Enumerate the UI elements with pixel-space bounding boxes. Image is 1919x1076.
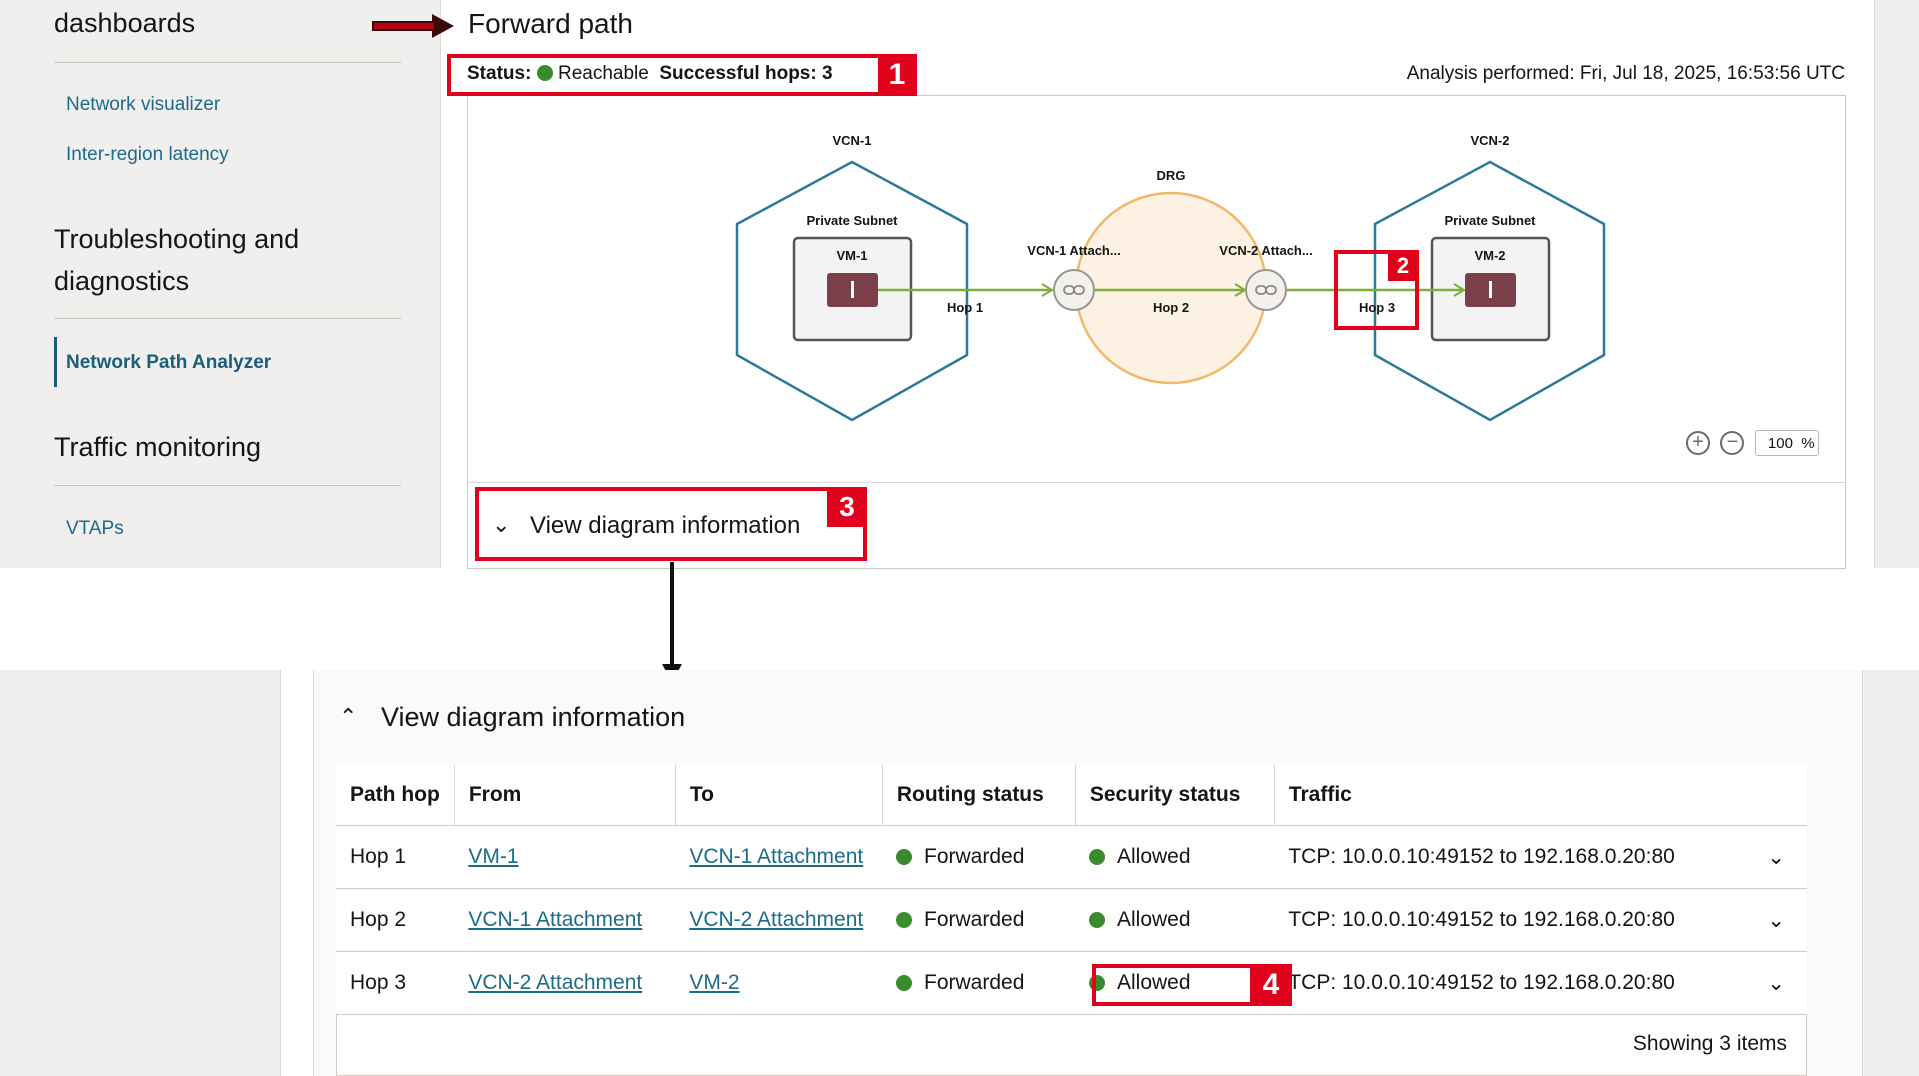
items-count: Showing 3 items [1632,1032,1787,1055]
link-to[interactable]: VCN-1 Attachment [689,845,864,868]
view-diagram-info-label: View diagram information [530,512,801,539]
connector-line [670,562,674,672]
link-to[interactable]: VCN-2 Attachment [689,908,864,931]
annotation-box-2 [1334,250,1419,330]
status-dot-icon [1089,849,1106,865]
status-dot-icon [896,912,913,928]
sidebar-divider [54,318,401,319]
cell-security: Allowed [1075,888,1275,952]
link-from[interactable]: VCN-2 Attachment [468,971,643,994]
zoom-out-icon[interactable]: − [1720,431,1745,455]
col-header-traffic[interactable]: Traffic [1274,765,1807,826]
sidebar-section-dashboards: dashboards [54,8,196,38]
successful-hops: Successful hops: 3 [659,63,833,84]
status-label: Status: [467,63,532,84]
cell-routing: Forwarded [882,825,1076,889]
cell-hop: Hop 3 [336,951,455,1015]
annotation-badge-1: 1 [878,54,916,96]
active-indicator [54,337,57,387]
sidebar-link-network-path-analyzer[interactable]: Network Path Analyzer [66,352,272,373]
chevron-down-icon: ⌄ [492,512,511,537]
annotation-badge-4: 4 [1250,964,1292,1006]
cell-routing: Forwarded [882,951,1076,1015]
view-diagram-info-toggle[interactable]: ⌄ View diagram information [478,490,866,560]
table-header-row: Path hop From To Routing status Security… [336,765,1807,826]
status-row: Status: Reachable Successful hops: 3 [467,63,833,85]
cell-traffic: TCP: 10.0.0.10:49152 to 192.168.0.20:80 [1274,951,1746,1015]
col-header-from[interactable]: From [454,765,676,826]
sidebar-link-inter-region-latency[interactable]: Inter-region latency [66,144,229,165]
right-gutter [1874,0,1919,568]
view-diagram-info-label: View diagram information [381,702,686,732]
status-dot-icon [896,975,913,991]
col-header-path-hop[interactable]: Path hop [336,765,455,826]
zoom-input[interactable]: 100 % [1754,430,1819,456]
annotation-box-1 [447,54,917,96]
sidebar-divider [54,485,401,486]
sidebar-section-traffic-monitoring: Traffic monitoring [54,432,262,462]
sidebar-section-troubleshooting: Troubleshooting and [54,224,300,254]
callout-arrow-icon [372,14,454,38]
forward-path-title: Forward path [468,8,633,39]
cell-routing: Forwarded [882,888,1076,952]
bottom-right-gutter [1862,670,1919,1076]
cell-hop: Hop 2 [336,888,455,952]
analysis-timestamp: Analysis performed: Fri, Jul 18, 2025, 1… [1406,63,1845,84]
expand-row-chevron-icon[interactable]: ⌄ [1745,951,1807,1015]
cell-hop: Hop 1 [336,825,455,889]
sidebar-section-troubleshooting-line2: diagnostics [54,266,190,296]
table-row: Hop 2 VCN-1 Attachment VCN-2 Attachment … [336,888,1807,952]
panel-divider [468,482,1845,483]
cell-traffic: TCP: 10.0.0.10:49152 to 192.168.0.20:80 [1274,888,1746,952]
table-row: Hop 3 VCN-2 Attachment VM-2 Forwarded Al… [336,951,1807,1015]
sidebar-link-network-visualizer[interactable]: Network visualizer [66,94,221,115]
cell-traffic: TCP: 10.0.0.10:49152 to 192.168.0.20:80 [1274,825,1746,889]
sidebar: dashboards Network visualizer Inter-regi… [0,0,441,568]
col-header-routing-status[interactable]: Routing status [882,765,1076,826]
annotation-badge-2: 2 [1388,251,1418,281]
col-header-security-status[interactable]: Security status [1075,765,1275,826]
expand-row-chevron-icon[interactable]: ⌄ [1745,825,1807,889]
sidebar-divider [54,62,401,63]
col-header-to[interactable]: To [675,765,883,826]
status-value: Reachable [557,63,649,84]
table-row: Hop 1 VM-1 VCN-1 Attachment Forwarded Al… [336,825,1807,889]
chevron-up-icon: ⌃ [339,704,358,729]
bottom-left-gutter [0,670,281,1076]
sidebar-link-vtaps[interactable]: VTAPs [66,518,124,539]
link-to[interactable]: VM-2 [689,971,740,994]
link-from[interactable]: VCN-1 Attachment [468,908,643,931]
top-screenshot: dashboards Network visualizer Inter-regi… [0,0,1919,569]
annotation-badge-3: 3 [827,487,867,527]
expand-row-chevron-icon[interactable]: ⌄ [1745,888,1807,952]
status-dot-icon [536,65,553,81]
link-from[interactable]: VM-1 [468,845,519,868]
status-dot-icon [896,849,913,865]
status-dot-icon [1089,912,1106,928]
zoom-in-icon[interactable]: + [1686,431,1710,455]
zoom-controls: + − 100 % [1686,430,1819,456]
annotation-box-3 [475,487,867,561]
cell-security: Allowed [1075,825,1275,889]
path-hops-table: Path hop From To Routing status Security… [336,765,1807,1015]
